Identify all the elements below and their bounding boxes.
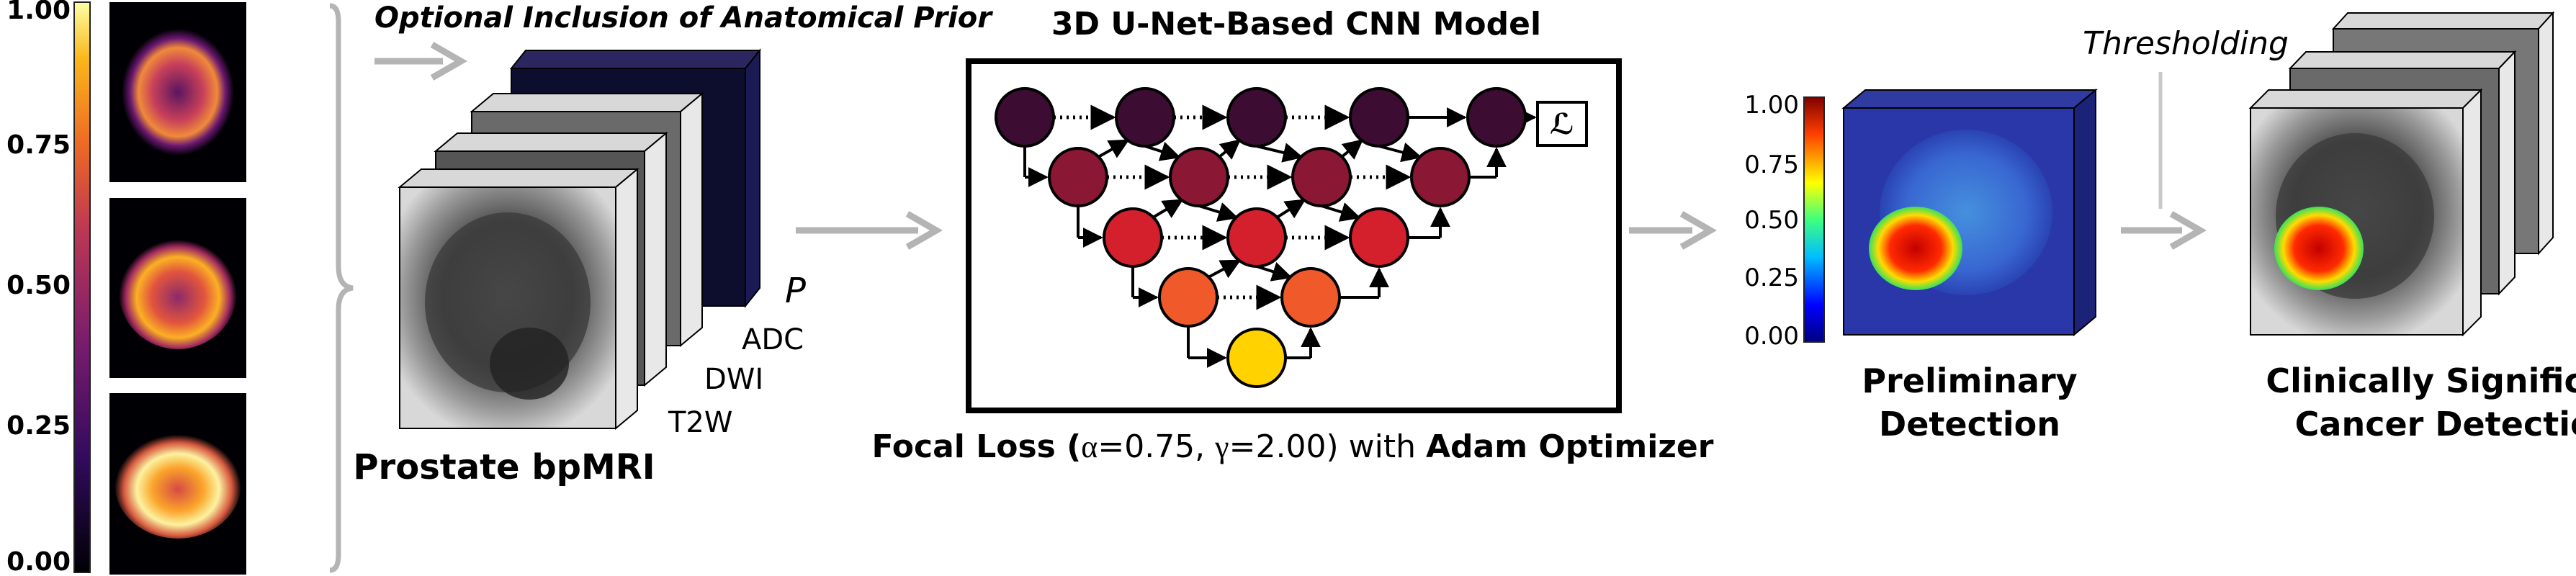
preliminary-caption-line1: Preliminary [1862,361,2077,400]
loss-symbol: ℒ [1550,108,1574,141]
unet-node-level-2-3 [1291,147,1352,207]
colorbar-inferno-bar [73,1,91,573]
prior-tiles [109,2,246,575]
loss-caption-gamma: γ [1214,429,1229,464]
connection-edge [1378,143,1422,163]
connection-edge [1256,143,1303,163]
channel-label-p: P [785,271,806,311]
final-caption-line2: Cancer Detection [2295,405,2576,444]
mri-volume-t2w [398,167,639,431]
loss-caption-with: with [1339,428,1426,465]
connection-edge [1321,202,1361,222]
colorbar-left-tick-3: 0.25 [6,411,71,441]
final-caption-line1: Clinically Significant [2266,361,2576,400]
unet-node-level-1-4 [1349,87,1409,148]
mri-stack: P ADC DWI T2W Prostate bpMRI [353,48,806,487]
colorbar-left-tick-0: 1.00 [6,0,71,25]
prior-caption: Optional Inclusion of Anatomical Prior [374,1,993,35]
unet-node-level-1-1 [995,87,1055,148]
arrow-to-model [796,211,943,250]
channel-label-t2w: T2W [668,406,732,439]
connection-edge [1152,199,1184,219]
colorbar-jet: 1.00 0.75 0.50 0.25 0.00 [1744,91,1825,351]
final-volume-front [2248,88,2483,337]
colorbar-right-tick-2: 0.50 [1744,206,1799,235]
connection-edge [1198,202,1239,222]
connection-edge [1098,139,1130,158]
connection-edge [1218,139,1242,160]
prior-blob-1 [122,29,234,156]
unet-node-level-1-2 [1115,87,1175,148]
unet-node-level-2-4 [1410,147,1471,207]
connection-edge [1340,139,1364,160]
colorbar-right-tick-3: 0.25 [1744,264,1799,292]
preliminary-lesion [1869,207,1962,290]
unet-node-level-4-1 [1158,267,1219,328]
loss-caption-focal: Focal Loss ( [872,428,1082,465]
colorbar-left-tick-4: 0.00 [6,547,71,576]
unet-node-level-2-2 [1169,147,1229,207]
loss-caption-gamma-val: =2.00) [1229,428,1339,465]
loss-caption-alpha-val: =0.75, [1098,428,1215,465]
connection-edge [1144,142,1181,161]
loss-node: ℒ [1536,101,1588,147]
unet-graph [995,87,1537,388]
loss-caption-optimizer: Adam Optimizer [1426,428,1714,465]
mri-caption: Prostate bpMRI [353,447,655,487]
arrow-to-final [2121,211,2207,250]
prior-blob-2 [119,234,237,349]
unet-node-level-4-2 [1280,267,1341,328]
arrow-to-preliminary [1629,211,1718,250]
unet-node-level-3-3 [1349,207,1409,268]
connection-edge [1256,262,1293,282]
unet-node-level-3-2 [1226,207,1287,268]
unet-node-level-5-1 [1226,328,1287,388]
unet-node-level-2-1 [1048,147,1108,207]
thresholding-label: Thresholding [2083,25,2289,62]
colorbar-jet-bar [1803,96,1825,343]
final-stack [2248,11,2555,337]
colorbar-right-tick-0: 1.00 [1744,91,1799,120]
preliminary-caption-line2: Detection [1879,405,2060,444]
colorbar-inferno: 1.00 0.75 0.50 0.25 0.00 [6,0,91,576]
colorbar-left-tick-2: 0.50 [6,271,71,300]
connection-edge [1275,199,1306,219]
connection-edge [1208,259,1242,279]
preliminary-volume [1841,88,2098,337]
prior-blob-3 [115,429,241,539]
colorbar-right-tick-1: 0.75 [1744,150,1799,179]
final-lesion [2274,207,2364,290]
prior-brace [329,3,354,573]
loss-caption-alpha: α [1081,429,1098,464]
unet-node-level-1-3 [1226,87,1287,148]
colorbar-right-tick-4: 0.00 [1744,322,1799,351]
prior-arrow [374,42,468,81]
unet-node-level-1-5 [1466,87,1527,148]
loss-caption: Focal Loss (α=0.75, γ=2.00) with Adam Op… [872,428,1714,465]
unet-node-level-3-1 [1103,207,1163,268]
channel-label-adc: ADC [742,323,804,356]
channel-label-dwi: DWI [704,363,763,396]
model-title: 3D U-Net-Based CNN Model [1051,6,1541,42]
colorbar-left-tick-1: 0.75 [6,130,71,160]
